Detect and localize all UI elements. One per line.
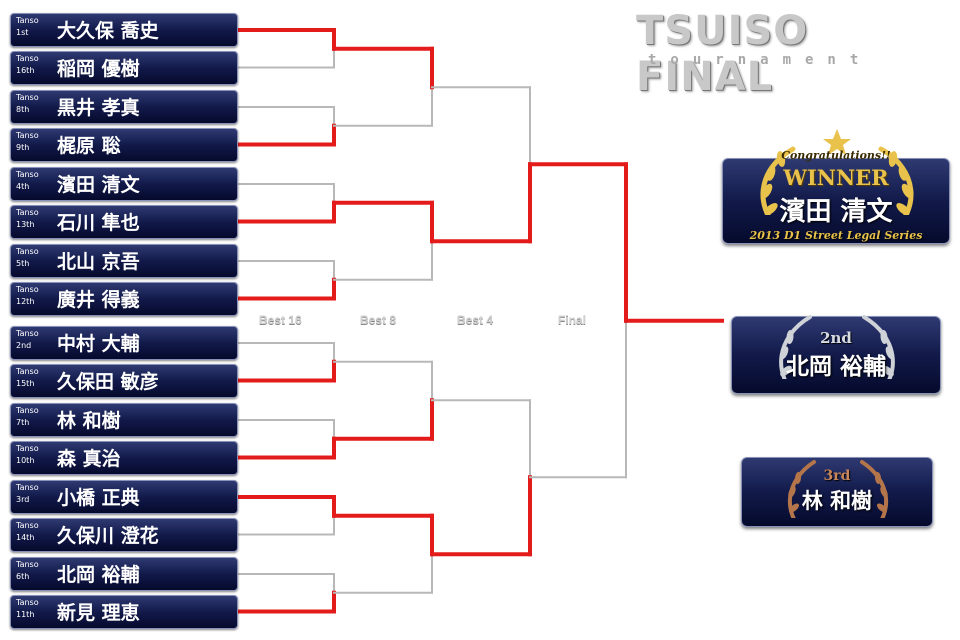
seed-label: Tanso (16, 93, 39, 102)
seed-label: Tanso (16, 560, 39, 569)
bronze-laurel-icon (787, 460, 889, 518)
player-name: 林 和樹 (57, 410, 121, 432)
seed-rank: 12th (16, 296, 35, 306)
round-label-final: Final (558, 313, 587, 327)
winner-caption: Congratulations!! (781, 149, 891, 162)
seed-label: Tanso (16, 597, 39, 607)
seed-label: Tanso (16, 284, 39, 294)
player-card: Tanso 14th 久保川 澄花 (10, 517, 238, 552)
seed-rank: 13th (16, 219, 35, 229)
player-card: Tanso 8th 黒井 孝真 (10, 90, 238, 124)
seed-label: Tanso (16, 366, 39, 376)
round-label-best4: Best 4 (457, 313, 494, 327)
seed-rank: 11th (16, 609, 35, 619)
seed-rank: 16th (16, 65, 35, 75)
player-name: 森 真治 (57, 447, 121, 470)
third-place-name: 林 和樹 (801, 489, 873, 513)
seed-label: Tanso (16, 329, 39, 338)
player-name: 濱田 清文 (57, 174, 140, 196)
player-name: 廣井 得義 (57, 288, 140, 311)
seed-label: Tanso (16, 520, 39, 530)
seed-rank: 14th (16, 532, 35, 542)
gold-laurel-icon (760, 129, 914, 215)
player-name: 小橋 正典 (57, 487, 140, 509)
player-card: Tanso 6th 北岡 裕輔 (10, 557, 238, 591)
player-card: Tanso 12th 廣井 得義 (10, 281, 238, 316)
seed-label: Tanso (16, 406, 39, 415)
page-title: TSUISO FINAL (636, 8, 809, 100)
player-name: 中村 大輔 (57, 333, 140, 355)
player-name: 北岡 裕輔 (57, 564, 140, 586)
silver-laurel-icon (779, 315, 895, 379)
winner-panel: Congratulations!! WINNER 濱田 清文 2013 D1 S… (722, 129, 950, 244)
seed-rank: 1st (16, 28, 29, 37)
player-card: Tanso 2nd 中村 大輔 (10, 326, 238, 360)
seed-rank: 3rd (16, 495, 30, 504)
seed-label: Tanso (16, 443, 39, 453)
third-place-tag: 3rd (823, 468, 851, 484)
player-name: 黒井 孝真 (57, 97, 140, 119)
player-card: Tanso 3rd 小橋 正典 (10, 480, 238, 514)
third-place-panel: 3rd 林 和樹 (741, 457, 933, 527)
player-name: 久保川 澄花 (57, 524, 159, 547)
player-card: Tanso 10th 森 真治 (10, 440, 238, 475)
player-card: Tanso 16th 稲岡 優樹 (10, 50, 238, 85)
player-name: 北山 京吾 (57, 251, 140, 273)
seed-rank: 10th (16, 455, 35, 465)
player-card: Tanso 15th 久保田 敏彦 (10, 363, 238, 398)
player-card: Tanso 13th 石川 隼也 (10, 204, 238, 239)
second-place-panel: 2nd 北岡 裕輔 (731, 315, 941, 394)
seed-rank: 15th (16, 378, 35, 388)
seed-rank: 6th (16, 572, 30, 581)
round-label-best8: Best 8 (360, 313, 397, 327)
player-name: 石川 隼也 (57, 211, 140, 234)
seed-rank: 5th (16, 259, 30, 268)
seed-rank: 8th (16, 105, 30, 114)
player-name: 新見 理恵 (57, 601, 140, 624)
winner-tag: WINNER (783, 165, 889, 190)
seed-rank: 7th (16, 418, 30, 427)
seed-label: Tanso (16, 16, 39, 25)
seed-label: Tanso (16, 53, 39, 63)
seed-label: Tanso (16, 170, 39, 179)
seed-label: Tanso (16, 247, 39, 256)
player-card: Tanso 7th 林 和樹 (10, 403, 238, 437)
round-label-best16: Best 16 (259, 313, 302, 327)
seed-rank: 9th (16, 142, 30, 152)
seed-label: Tanso (16, 130, 39, 140)
player-card: Tanso 1st 大久保 喬史 (10, 13, 238, 47)
player-card: Tanso 9th 梶原 聡 (10, 127, 238, 162)
second-place-name: 北岡 裕輔 (785, 354, 886, 380)
seed-label: Tanso (16, 207, 39, 217)
player-name: 梶原 聡 (57, 134, 121, 157)
player-card: Tanso 5th 北山 京吾 (10, 244, 238, 278)
player-card: Tanso 4th 濱田 清文 (10, 167, 238, 201)
second-place-tag: 2nd (820, 329, 852, 347)
winner-series: 2013 D1 Street Legal Series (749, 229, 923, 242)
winner-name: 濱田 清文 (779, 197, 893, 227)
seed-rank: 4th (16, 182, 30, 191)
page-subtitle: tournament (648, 52, 873, 68)
player-name: 稲岡 優樹 (57, 57, 140, 80)
player-name: 久保田 敏彦 (57, 370, 159, 393)
seed-label: Tanso (16, 483, 39, 492)
player-name: 大久保 喬史 (57, 20, 159, 42)
player-card: Tanso 11th 新見 理恵 (10, 594, 238, 629)
seed-rank: 2nd (16, 341, 32, 350)
